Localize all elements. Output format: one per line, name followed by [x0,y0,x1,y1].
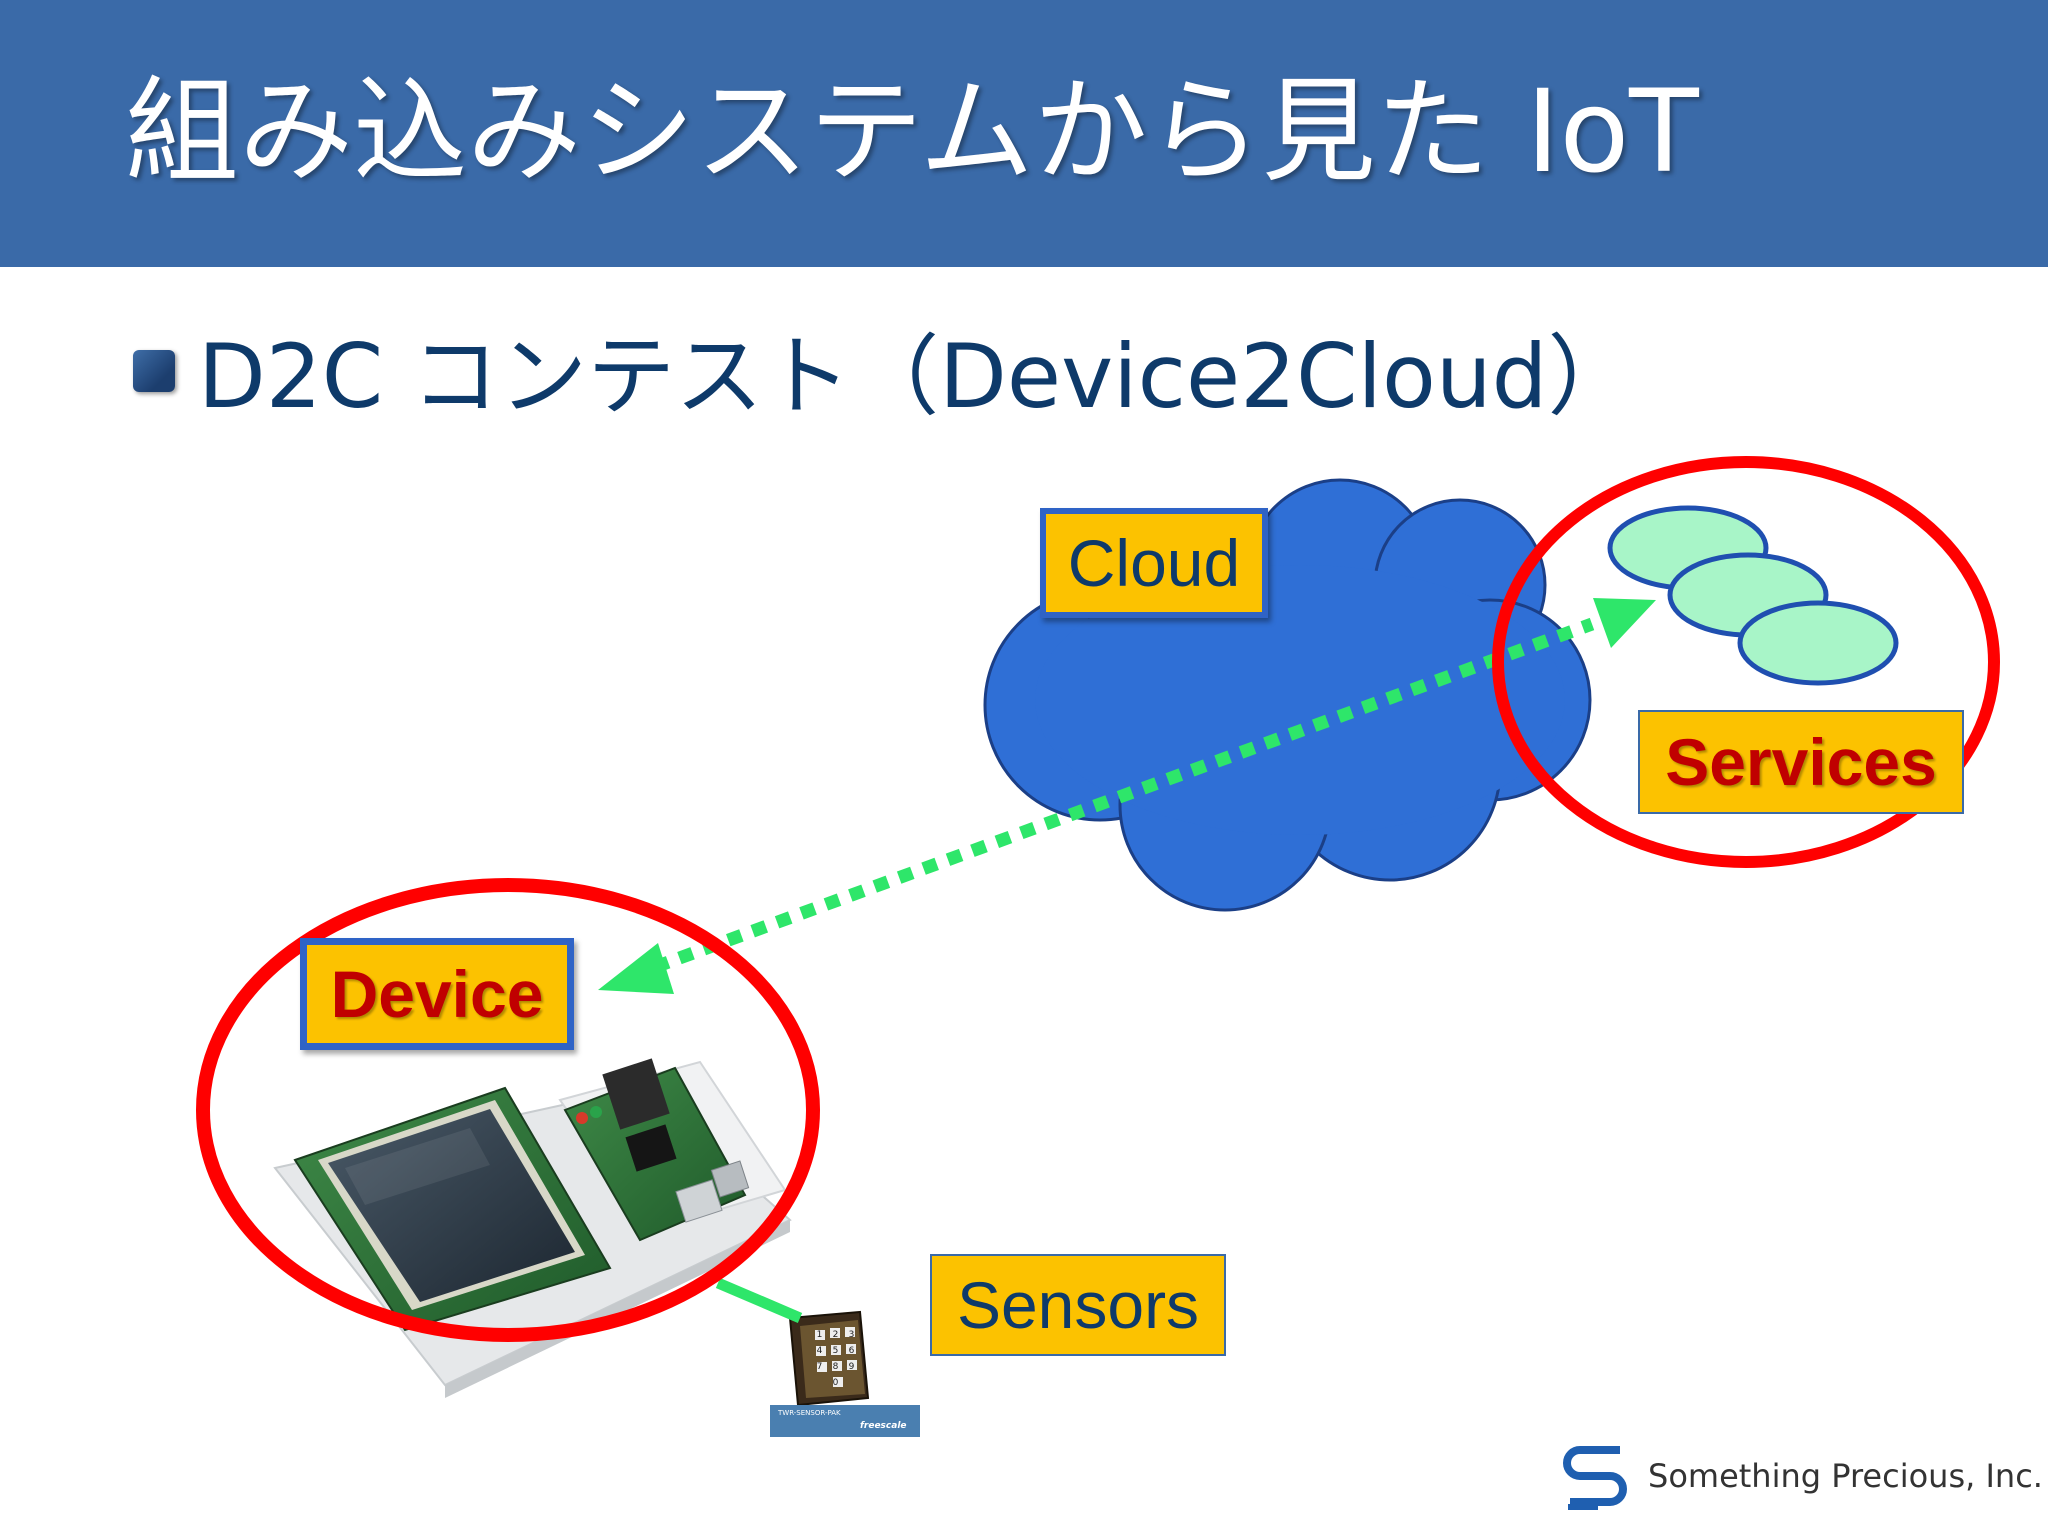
keypad-key: 8 [832,1362,839,1372]
device-label: Device [300,938,574,1050]
sensor-module-brand: freescale [860,1421,907,1431]
keypad-key: 4 [816,1346,823,1356]
device-cloud-arrow [598,598,1656,994]
services-highlight-ring [1492,456,2000,868]
keypad-key: 2 [832,1330,839,1340]
keypad-key: 5 [832,1346,839,1356]
keypad-key: 9 [848,1362,855,1372]
bullet-square-icon [133,350,175,392]
keypad-key: 6 [848,1346,855,1356]
keypad-key: 3 [848,1330,855,1340]
device-sensor-link [715,1277,803,1324]
slide-title: 組み込みシステムから見た IoT [125,65,1699,198]
title-bar [0,0,2048,267]
cloud-label: Cloud [1040,508,1268,618]
device-board-icon [273,1058,792,1398]
service-ellipse-icon [1737,600,1899,686]
sensor-module-caption: TWR-SENSOR-PAK [778,1409,841,1417]
sensor-keypad: 1 2 3 4 5 6 7 8 9 0 [812,1328,860,1391]
services-group [1607,505,1899,686]
bullet-text: D2C コンテスト（Device2Cloud） [198,325,1636,428]
device-highlight-ring [196,878,820,1342]
sensor-module-icon [770,1310,920,1437]
sensors-label: Sensors [930,1254,1226,1356]
company-logo-icon [1563,1446,1627,1510]
keypad-key: 7 [816,1362,823,1372]
company-name: Something Precious, Inc. [1648,1457,2043,1495]
keypad-key: 0 [832,1378,839,1388]
services-label: Services [1638,710,1964,814]
cloud-icon [983,478,1592,912]
keypad-key: 1 [816,1330,823,1340]
